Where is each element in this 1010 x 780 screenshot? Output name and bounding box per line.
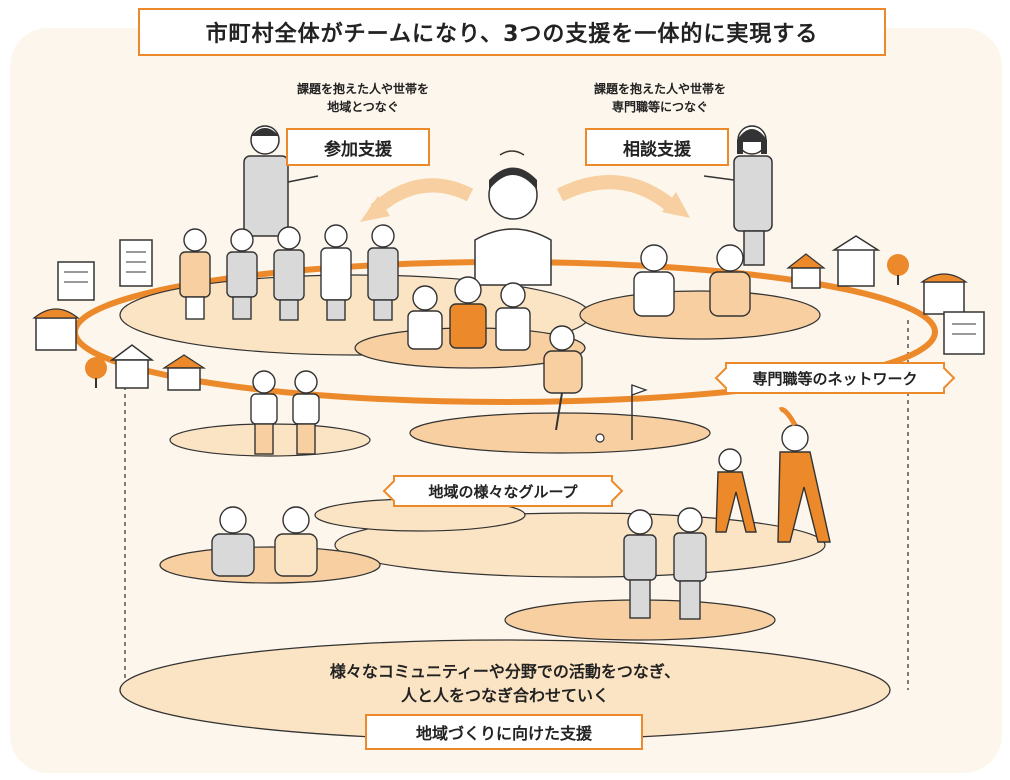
consultation-pair: [633, 244, 751, 317]
exercise-group: [715, 407, 831, 543]
tree-icon: [887, 254, 909, 285]
consultation-note-line2: 専門職等につなぐ: [611, 100, 708, 114]
consultation-note: 課題を抱えた人や世帯を 専門職等につなぐ: [565, 80, 755, 116]
worried-person: [474, 150, 552, 286]
arrow-head-right: [662, 192, 690, 218]
house-icon: [786, 253, 826, 289]
tree-icon: [85, 357, 107, 388]
professional-network-label: 専門職等のネットワーク: [725, 362, 945, 394]
house-icon: [831, 235, 881, 287]
group-ellipse: [159, 546, 381, 584]
sign-language-pair: [211, 506, 318, 577]
page-title: 市町村全体がチームになり、3つの支援を一体的に実現する: [138, 8, 886, 56]
professionals-group: [179, 224, 399, 321]
building-icon: [119, 239, 153, 287]
business-pair: [623, 507, 707, 620]
group-ellipse: [409, 412, 711, 454]
shop-icon: [920, 273, 968, 315]
participation-note: 課題を抱えた人や世帯を 地域とつなぐ: [268, 80, 458, 116]
staff-man-left: [243, 125, 319, 237]
elderly-golfer: [543, 325, 648, 443]
consultation-support-label: 相談支援: [585, 128, 729, 166]
community-groups-label: 地域の様々なグループ: [393, 475, 613, 507]
building-icon: [943, 311, 985, 355]
staff-woman-right: [703, 125, 773, 266]
house-icon: [109, 344, 155, 389]
upper-ellipse: [579, 290, 821, 340]
participation-support-label: 参加支援: [286, 128, 430, 166]
shop-icon: [32, 308, 80, 351]
participation-note-line2: 地域とつなぐ: [327, 100, 399, 114]
house-icon: [161, 354, 207, 391]
children: [250, 370, 320, 455]
arrow-to-participation: [370, 178, 474, 216]
community-description-line1: 様々なコミュニティーや分野での活動をつなぎ、: [329, 662, 681, 681]
community-description: 様々なコミュニティーや分野での活動をつなぎ、 人と人をつなぎ合わせていく: [260, 660, 750, 708]
community-building-support-label: 地域づくりに向けた支援: [365, 714, 643, 750]
building-icon: [57, 261, 95, 301]
arrow-head-left: [360, 196, 390, 222]
family-group: [407, 276, 531, 351]
arrow-to-consultation: [556, 175, 675, 211]
consultation-note-line1: 課題を抱えた人や世帯を: [593, 82, 726, 96]
participation-note-line1: 課題を抱えた人や世帯を: [296, 82, 429, 96]
community-description-line2: 人と人をつなぎ合わせていく: [400, 686, 609, 705]
